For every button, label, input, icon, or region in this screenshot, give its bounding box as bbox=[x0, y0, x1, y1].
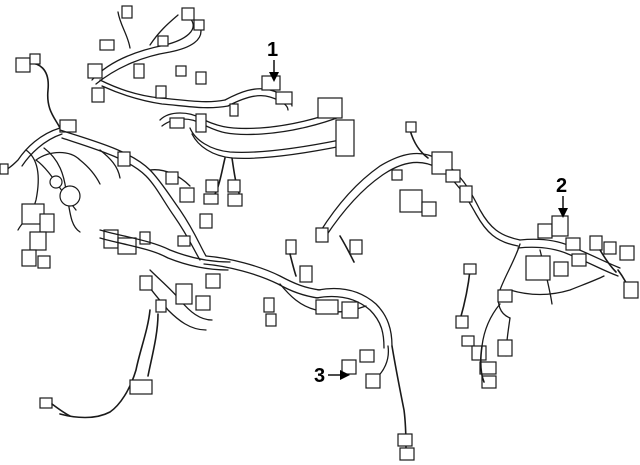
callout-3: 3 bbox=[314, 365, 350, 387]
harness-right bbox=[315, 121, 639, 389]
harness-left bbox=[0, 5, 415, 461]
callout-1-label: 1 bbox=[267, 39, 278, 61]
callout-2: 2 bbox=[556, 175, 568, 218]
callout-1: 1 bbox=[267, 39, 279, 82]
callout-2-label: 2 bbox=[556, 175, 567, 197]
callout-1-arrow bbox=[269, 72, 279, 82]
callout-2-arrow bbox=[558, 208, 568, 218]
callout-3-arrow bbox=[340, 370, 350, 380]
callout-3-label: 3 bbox=[314, 365, 325, 387]
